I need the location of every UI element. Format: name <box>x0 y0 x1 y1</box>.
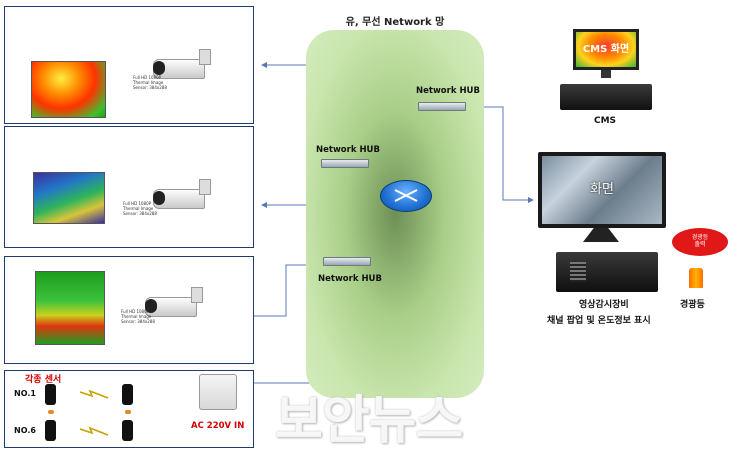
thermal-image <box>35 271 105 345</box>
camera-panel-3: Full HD 1080P Thermal Image Sensor: 384x… <box>4 256 254 364</box>
network-hub-icon <box>323 257 371 266</box>
main-monitor: 화면 <box>538 152 666 228</box>
alarm-label: 경광등 <box>680 300 705 310</box>
sensor-device-icon <box>122 420 133 441</box>
hub-label-2: Network HUB <box>416 86 480 96</box>
dot-icon <box>48 410 54 414</box>
wireless-bolt-icon <box>80 426 109 436</box>
device-label-2: 채널 팝업 및 온도정보 표시 <box>547 316 651 326</box>
network-title: 유, 무선 Network 망 <box>345 17 445 28</box>
router-icon <box>380 180 432 212</box>
recorder-device-icon <box>556 252 658 292</box>
hub-label-3: Network HUB <box>318 274 382 284</box>
device-label-1: 영상감시장비 <box>579 300 629 310</box>
wireless-bolt-icon <box>80 389 109 399</box>
watermark: 보안뉴스 <box>275 391 463 451</box>
power-label: AC 220V IN <box>191 421 245 431</box>
warning-light-icon <box>689 268 703 288</box>
cms-screen-text: CMS 화면 <box>582 44 630 55</box>
camera-panel-1: Full HD 1080P Thermal Image Sensor: 384x… <box>4 6 254 124</box>
sensor-device-icon <box>45 420 56 441</box>
monitor-stand <box>583 228 619 242</box>
dot-icon <box>125 410 131 414</box>
camera-spec-text: Full HD 1080P Thermal Image Sensor: 384x… <box>123 201 157 216</box>
sensor-title: 각종 센서 <box>25 375 62 385</box>
network-hub-icon <box>418 102 466 111</box>
camera-spec-text: Full HD 1080P Thermal Image Sensor: 384x… <box>121 309 155 324</box>
camera-panel-2: Full HD 1080P Thermal Image Sensor: 384x… <box>4 126 254 248</box>
cms-monitor: CMS 화면 <box>573 29 639 70</box>
network-hub-icon <box>321 159 369 168</box>
sensor-no6-label: NO.6 <box>14 426 36 435</box>
cms-server-icon <box>560 84 652 110</box>
alarm-bubble-text: 경광등 출력 <box>691 234 709 248</box>
network-cloud <box>306 30 484 398</box>
monitor-screen-text: 화면 <box>590 182 614 197</box>
thermal-image <box>33 172 105 224</box>
monitor-stand <box>601 70 611 78</box>
thermal-image <box>31 61 106 118</box>
hub-label-1: Network HUB <box>316 145 380 155</box>
camera-spec-text: Full HD 1080P Thermal Image Sensor: 384x… <box>133 75 167 90</box>
cms-label: CMS <box>594 116 617 126</box>
sensor-device-icon <box>45 384 56 405</box>
junction-box-icon <box>199 374 237 410</box>
sensor-no1-label: NO.1 <box>14 389 36 398</box>
alarm-bubble: 경광등 출력 <box>672 228 728 256</box>
sensor-device-icon <box>122 384 133 405</box>
